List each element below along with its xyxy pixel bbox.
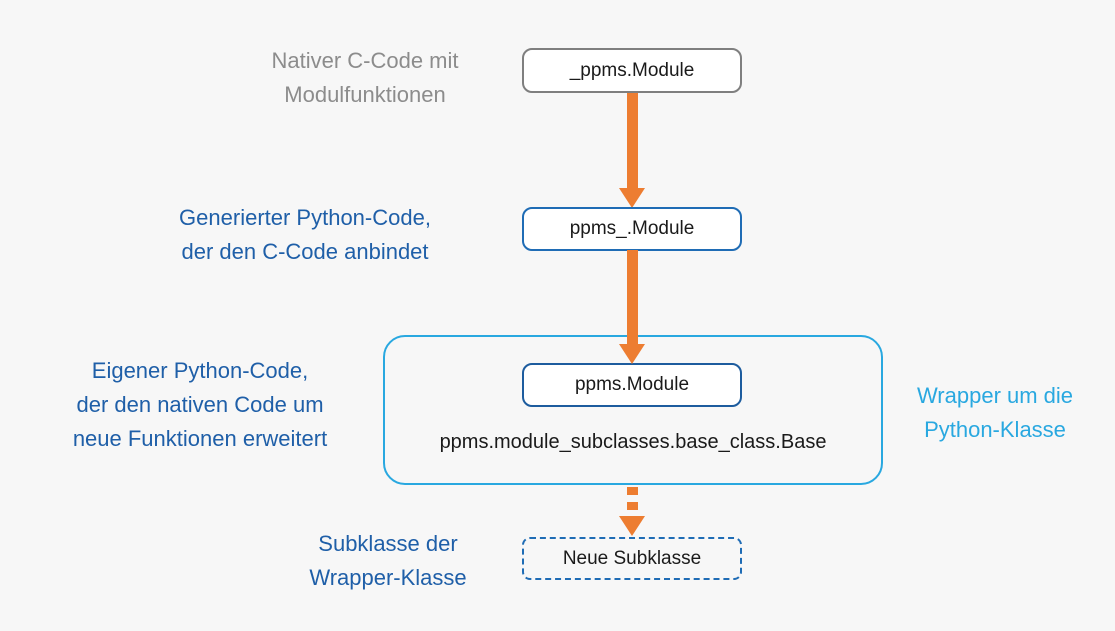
node-wrapper-base-path-label: ppms.module_subclasses.base_class.Base [439,431,827,453]
node-wrapper-module: ppms.Module [522,363,742,407]
annotation-line: Nativer C-Code mit [271,48,459,73]
node-generated-module: ppms_.Module [522,207,742,251]
node-label: _ppms.Module [569,59,695,81]
arrow-down-icon [627,250,638,344]
annotation-line: Wrapper-Klasse [309,565,467,590]
annotation-line: Wrapper um die [916,383,1074,408]
annotation-line: Generierter Python-Code, [179,205,431,230]
annotation-line: Eigener Python-Code, [91,358,309,383]
annotation-line: Subklasse der [318,531,458,556]
annotation-subclass-wrapper-class: Subklasse der Wrapper-Klasse [288,527,488,595]
arrow-head-icon [619,188,645,208]
annotation-own-python-code: Eigener Python-Code, der den nativen Cod… [35,354,365,456]
node-label: ppms.Module [574,374,690,395]
arrow-down-icon [627,92,638,188]
annotation-line: der den nativen Code um [76,392,324,417]
node-label: ppms_.Module [569,218,695,239]
node-label: Neue Subklasse [562,547,702,569]
node-new-subclass: Neue Subklasse [522,537,742,580]
annotation-generated-python-code: Generierter Python-Code, der den C-Code … [155,201,455,269]
annotation-wrapper-python-class: Wrapper um die Python-Klasse [895,379,1095,447]
annotation-line: Modulfunktionen [284,82,446,107]
arrow-head-icon [619,344,645,364]
dashed-arrow-down-icon [627,487,638,516]
arrow-head-icon [619,516,645,536]
annotation-line: neue Funktionen erweitert [72,426,328,451]
annotation-line: Python-Klasse [924,417,1066,442]
annotation-native-c-code: Nativer C-Code mit Modulfunktionen [225,44,505,112]
annotation-line: der den C-Code anbindet [181,239,429,264]
node-native-c-module: _ppms.Module [522,48,742,93]
